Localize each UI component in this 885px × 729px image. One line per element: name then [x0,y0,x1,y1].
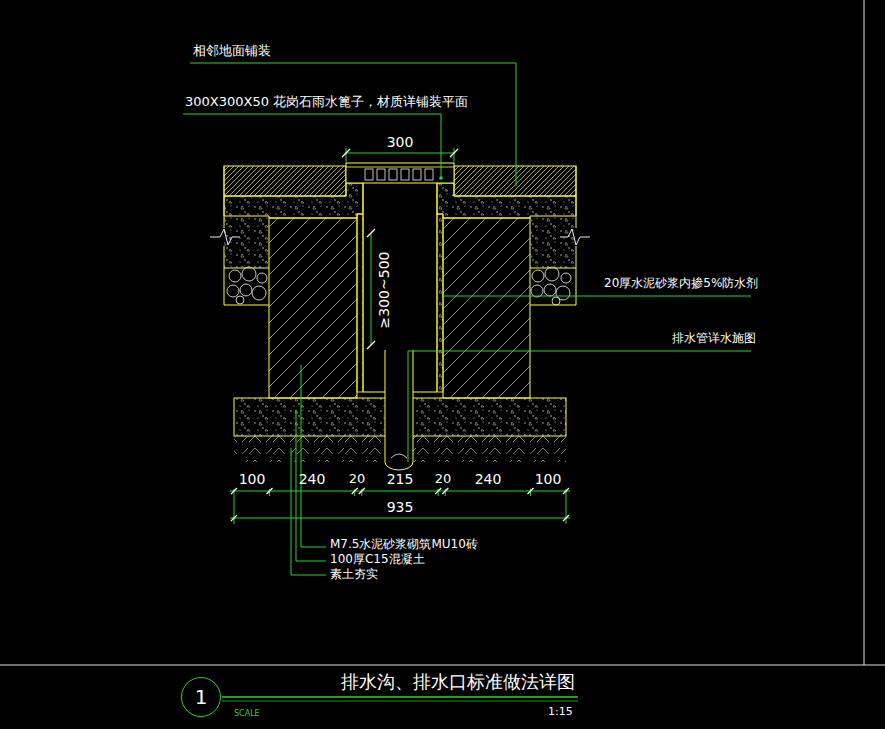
scale-caption: SCALE [234,709,260,718]
dimension: 240 [475,472,502,486]
dimension: 215 [387,472,414,486]
dimension: 20 [349,472,366,485]
material-note: 素土夯实 [330,568,378,582]
dimension: 240 [299,472,326,486]
material-note: 100厚C15混凝土 [330,553,425,567]
dimension: ≥300~500 [377,252,391,329]
detail-number: 1 [195,687,208,707]
material-note: M7.5水泥砂浆砌筑MU10砖 [330,538,478,552]
detail-number-circle: 1 [181,677,221,717]
dimension: 300 [387,135,414,149]
dimension: 100 [535,472,562,486]
drawing-title: 排水沟、排水口标准做法详图 [341,673,575,691]
material-note: 相邻地面铺装 [193,44,271,59]
material-note: 20厚水泥砂浆内掺5%防水剂 [604,277,758,291]
dimension: 20 [435,472,452,485]
material-note: 300X300X50 花岗石雨水篦子，材质详铺装平面 [185,95,468,110]
dimension: 935 [387,500,414,514]
material-note: 排水管详水施图 [672,332,756,346]
scale-value: 1:15 [548,706,573,719]
dimension: 100 [239,472,266,486]
